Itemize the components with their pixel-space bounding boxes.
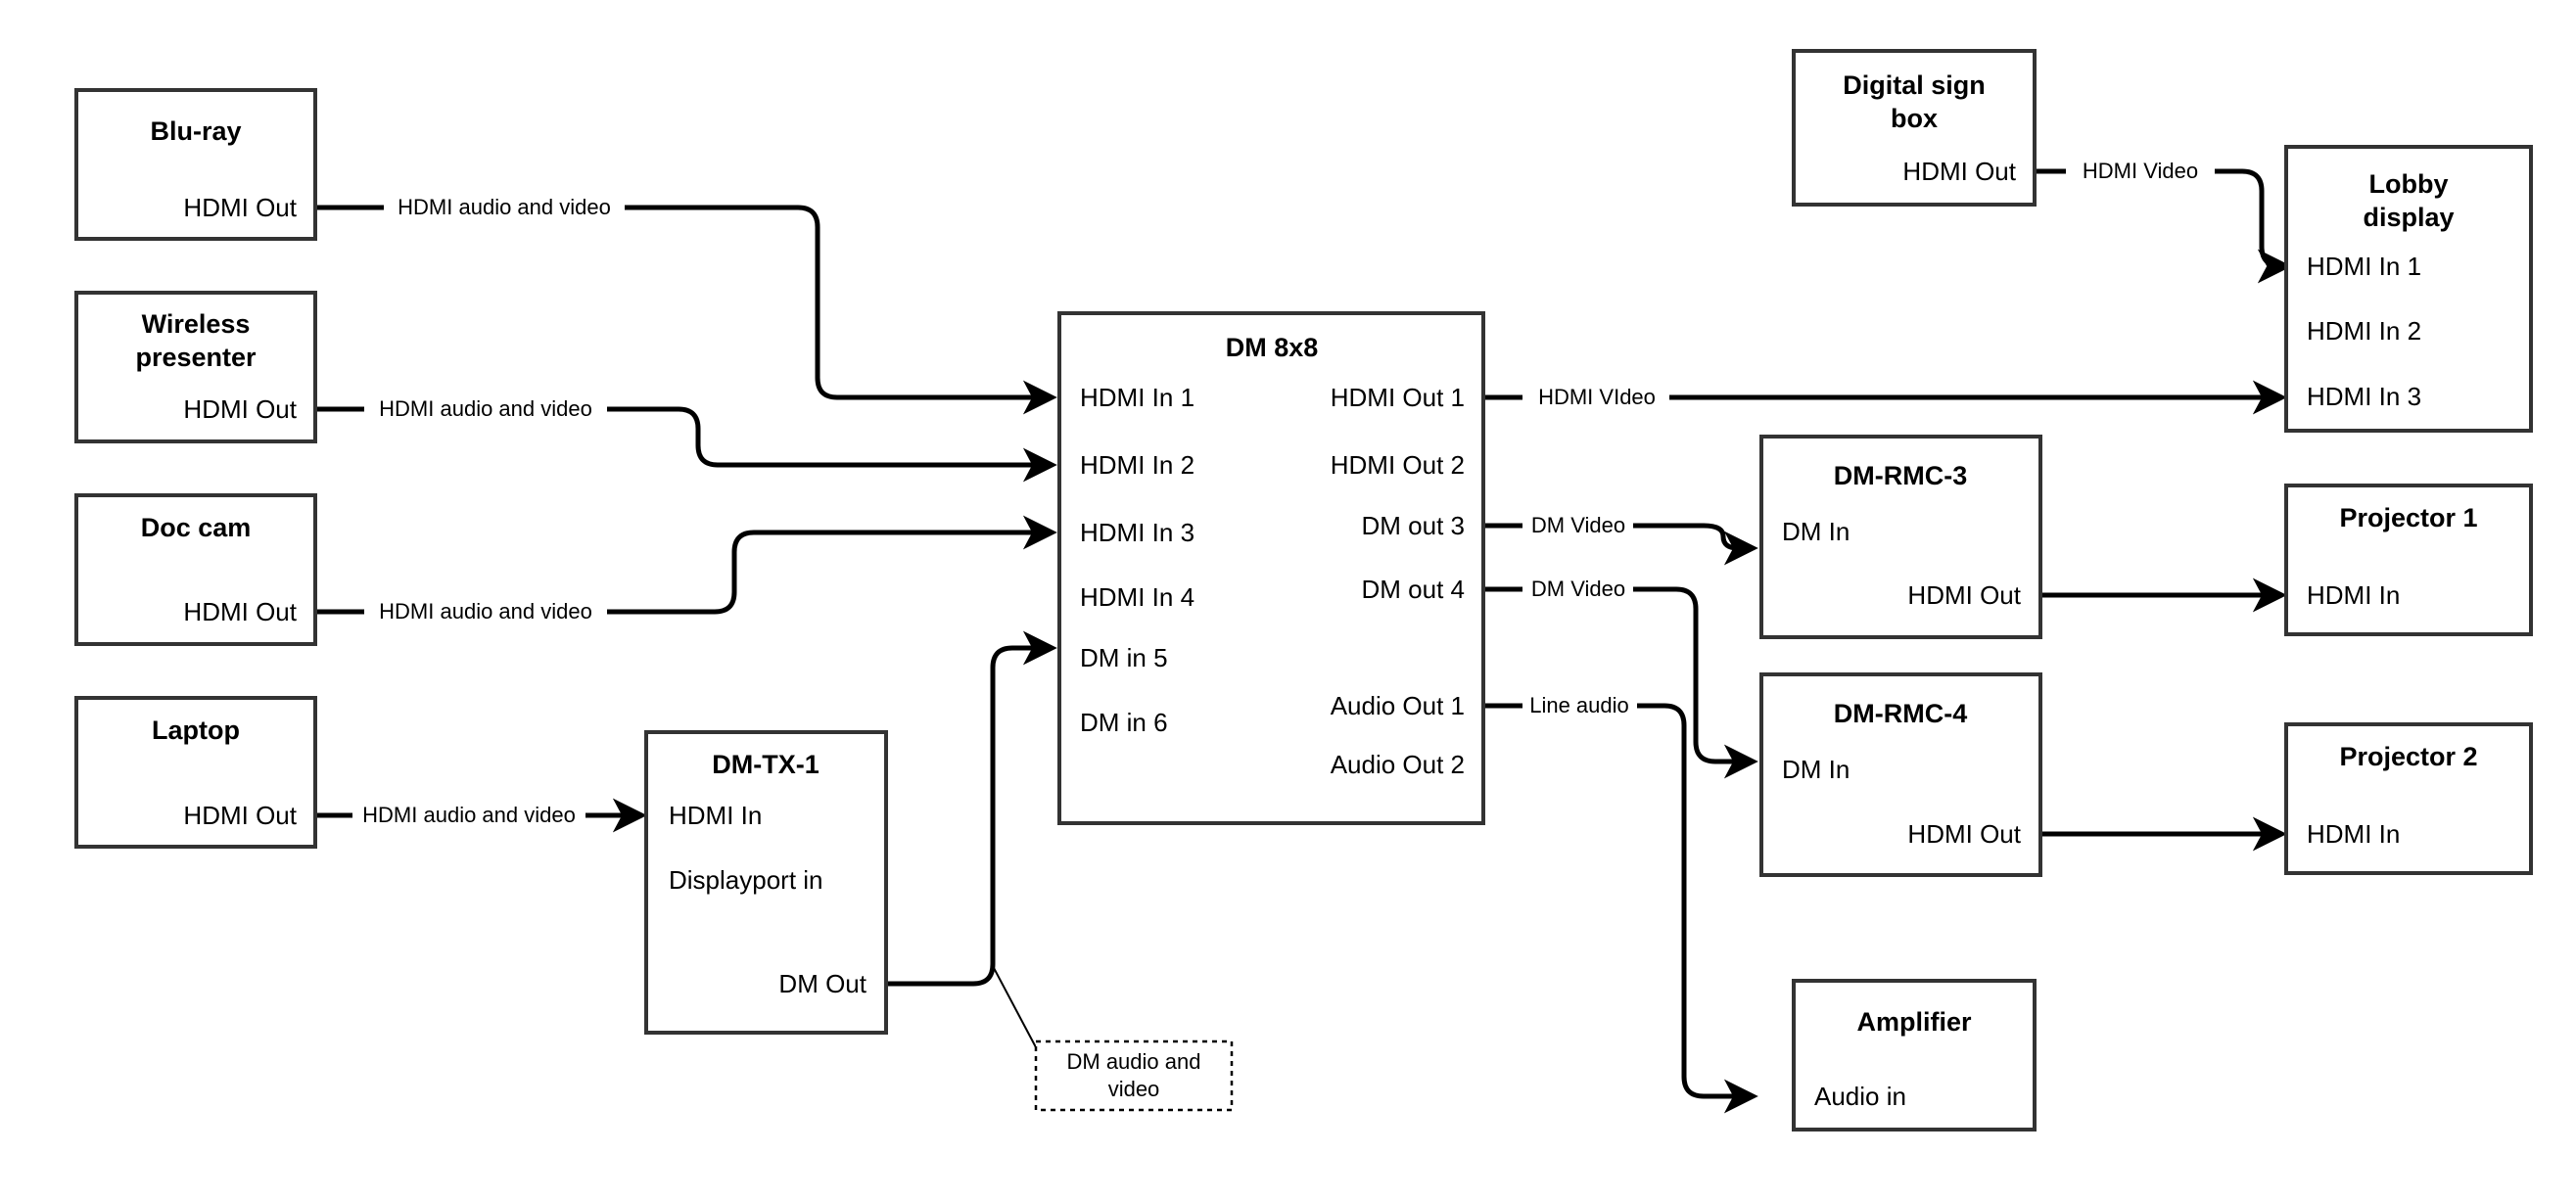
node-amplifier-port-audio-in: Audio in (1814, 1082, 1906, 1111)
edge-audioout1-to-amplifier (1483, 703, 1753, 1096)
node-bluray-port-hdmi-out: HDMI Out (183, 193, 297, 222)
node-projector-2-title: Projector 2 (2339, 742, 2477, 771)
edge-wireless-to-hdmi-in2 (315, 406, 1052, 465)
node-dm-8x8-output-audio-out-2: Audio Out 2 (1331, 750, 1465, 779)
node-amplifier[interactable]: Amplifier Audio in (1792, 979, 2037, 1132)
node-projector-1[interactable]: Projector 1 HDMI In (2284, 484, 2533, 636)
edge-label-dm-out4: DM Video (1531, 577, 1625, 601)
edge-doccam-to-hdmi-in3 (315, 532, 1052, 615)
node-wireless-presenter-title-line2: presenter (135, 343, 257, 372)
node-dm-rmc-4[interactable]: DM-RMC-4 DM In HDMI Out (1759, 672, 2042, 877)
node-digital-sign-box-box[interactable] (1792, 49, 2037, 207)
node-dm-tx-1-box[interactable] (644, 730, 888, 1035)
node-digital-sign-box-title-line1: Digital sign (1843, 70, 1986, 100)
edge-label-laptop: HDMI audio and video (362, 803, 576, 827)
node-amplifier-box[interactable] (1792, 979, 2037, 1132)
node-wireless-presenter-port-hdmi-out: HDMI Out (183, 394, 297, 424)
node-dm-8x8-input-hdmi-in-3: HDMI In 3 (1080, 518, 1194, 547)
edge-label-hdmi-out1: HDMI VIdeo (1538, 385, 1656, 409)
node-dm-tx-1[interactable]: DM-TX-1 HDMI In Displayport in DM Out (644, 730, 888, 1035)
node-dm-rmc-4-port-dm-in: DM In (1782, 755, 1850, 784)
node-lobby-display-title-line2: display (2363, 203, 2454, 232)
node-wireless-presenter-box[interactable] (74, 291, 317, 443)
note-dm-audio-and-video: DM audio and video (1034, 1039, 1234, 1112)
node-laptop[interactable]: Laptop HDMI Out (74, 696, 317, 849)
note-dm-audio-and-video-line1: DM audio and (1067, 1049, 1201, 1074)
node-doc-cam-port-hdmi-out: HDMI Out (183, 597, 297, 626)
node-digital-sign-box-title-line2: box (1891, 104, 1938, 133)
node-dm-rmc-3-port-dm-in: DM In (1782, 517, 1850, 546)
edge-bluray-to-hdmi-in1 (315, 205, 1052, 397)
node-dm-tx-1-port-dm-out: DM Out (778, 969, 866, 998)
node-projector-2-port-hdmi-in: HDMI In (2307, 819, 2400, 849)
node-wireless-presenter[interactable]: Wireless presenter HDMI Out (74, 291, 317, 443)
node-dm-tx-1-title: DM-TX-1 (712, 750, 820, 779)
node-dm-8x8-box[interactable] (1057, 311, 1485, 825)
edge-sign-to-lobby-hdmi-in1 (2035, 168, 2286, 266)
node-dm-8x8-input-hdmi-in-2: HDMI In 2 (1080, 450, 1194, 480)
node-projector-2[interactable]: Projector 2 HDMI In (2284, 722, 2533, 875)
edge-label-digital-sign: HDMI Video (2083, 159, 2198, 183)
node-dm-8x8-output-dm-out-4: DM out 4 (1362, 575, 1466, 604)
node-projector-1-port-hdmi-in: HDMI In (2307, 580, 2400, 610)
node-dm-8x8-title: DM 8x8 (1226, 333, 1319, 362)
node-doc-cam[interactable]: Doc cam HDMI Out (74, 493, 317, 646)
edge-dmtx1-to-dm-in5 (886, 630, 1057, 987)
edge-dmout4-to-rmc4 (1483, 586, 1753, 762)
node-digital-sign-box[interactable]: Digital sign box HDMI Out (1792, 49, 2037, 207)
node-bluray-box[interactable] (74, 88, 317, 241)
node-lobby-display-box[interactable] (2284, 145, 2533, 433)
node-lobby-display[interactable]: Lobby display HDMI In 1 HDMI In 2 HDMI I… (2284, 145, 2533, 433)
node-dm-8x8-input-dm-in-5: DM in 5 (1080, 643, 1168, 672)
node-digital-sign-box-port-hdmi-out: HDMI Out (1902, 157, 2016, 186)
node-dm-8x8-input-hdmi-in-1: HDMI In 1 (1080, 383, 1194, 412)
edge-label-doccam: HDMI audio and video (379, 599, 592, 624)
node-doc-cam-box[interactable] (74, 493, 317, 646)
node-bluray-title: Blu-ray (150, 116, 241, 146)
node-dm-rmc-3-title: DM-RMC-3 (1834, 461, 1967, 490)
node-laptop-port-hdmi-out: HDMI Out (183, 801, 297, 830)
node-dm-8x8-output-audio-out-1: Audio Out 1 (1331, 691, 1465, 720)
node-projector-1-box[interactable] (2284, 484, 2533, 636)
edge-dmout3-to-rmc3 (1483, 526, 1753, 548)
node-laptop-title: Laptop (152, 716, 240, 745)
node-lobby-display-port-hdmi-in-1: HDMI In 1 (2307, 252, 2421, 281)
edge-label-audio-out1: Line audio (1529, 693, 1629, 717)
node-amplifier-title: Amplifier (1856, 1007, 1972, 1037)
node-lobby-display-port-hdmi-in-3: HDMI In 3 (2307, 382, 2421, 411)
node-dm-8x8-output-dm-out-3: DM out 3 (1362, 511, 1466, 540)
edge-label-bluray: HDMI audio and video (398, 195, 611, 219)
node-dm-rmc-4-box[interactable] (1759, 672, 2042, 877)
edge-dmtx1-note-leader (992, 965, 1037, 1048)
note-dm-audio-and-video-box (1034, 1039, 1234, 1112)
node-dm-8x8-output-hdmi-out-1: HDMI Out 1 (1331, 383, 1465, 412)
node-projector-2-box[interactable] (2284, 722, 2533, 875)
node-dm-8x8-input-hdmi-in-4: HDMI In 4 (1080, 582, 1194, 612)
node-projector-1-title: Projector 1 (2339, 503, 2477, 532)
note-dm-audio-and-video-line2: video (1108, 1077, 1160, 1101)
node-laptop-box[interactable] (74, 696, 317, 849)
node-dm-rmc-3[interactable]: DM-RMC-3 DM In HDMI Out (1759, 435, 2042, 639)
edge-label-dm-out3: DM Video (1531, 513, 1625, 537)
node-dm-tx-1-port-hdmi-in: HDMI In (669, 801, 762, 830)
node-wireless-presenter-title-line1: Wireless (142, 309, 251, 339)
node-dm-rmc-3-port-hdmi-out: HDMI Out (1907, 580, 2021, 610)
node-bluray[interactable]: Blu-ray HDMI Out (74, 88, 317, 241)
node-dm-rmc-3-box[interactable] (1759, 435, 2042, 639)
node-dm-8x8[interactable]: DM 8x8 HDMI In 1 HDMI In 2 HDMI In 3 HDM… (1057, 311, 1485, 825)
node-dm-8x8-input-dm-in-6: DM in 6 (1080, 708, 1168, 737)
edge-label-wireless: HDMI audio and video (379, 396, 592, 421)
node-dm-rmc-4-port-hdmi-out: HDMI Out (1907, 819, 2021, 849)
node-lobby-display-port-hdmi-in-2: HDMI In 2 (2307, 316, 2421, 346)
node-doc-cam-title: Doc cam (141, 513, 252, 542)
node-lobby-display-title-line1: Lobby (2369, 169, 2449, 199)
node-dm-rmc-4-title: DM-RMC-4 (1834, 699, 1967, 728)
node-dm-tx-1-port-displayport-in: Displayport in (669, 865, 823, 895)
node-dm-8x8-output-hdmi-out-2: HDMI Out 2 (1331, 450, 1465, 480)
